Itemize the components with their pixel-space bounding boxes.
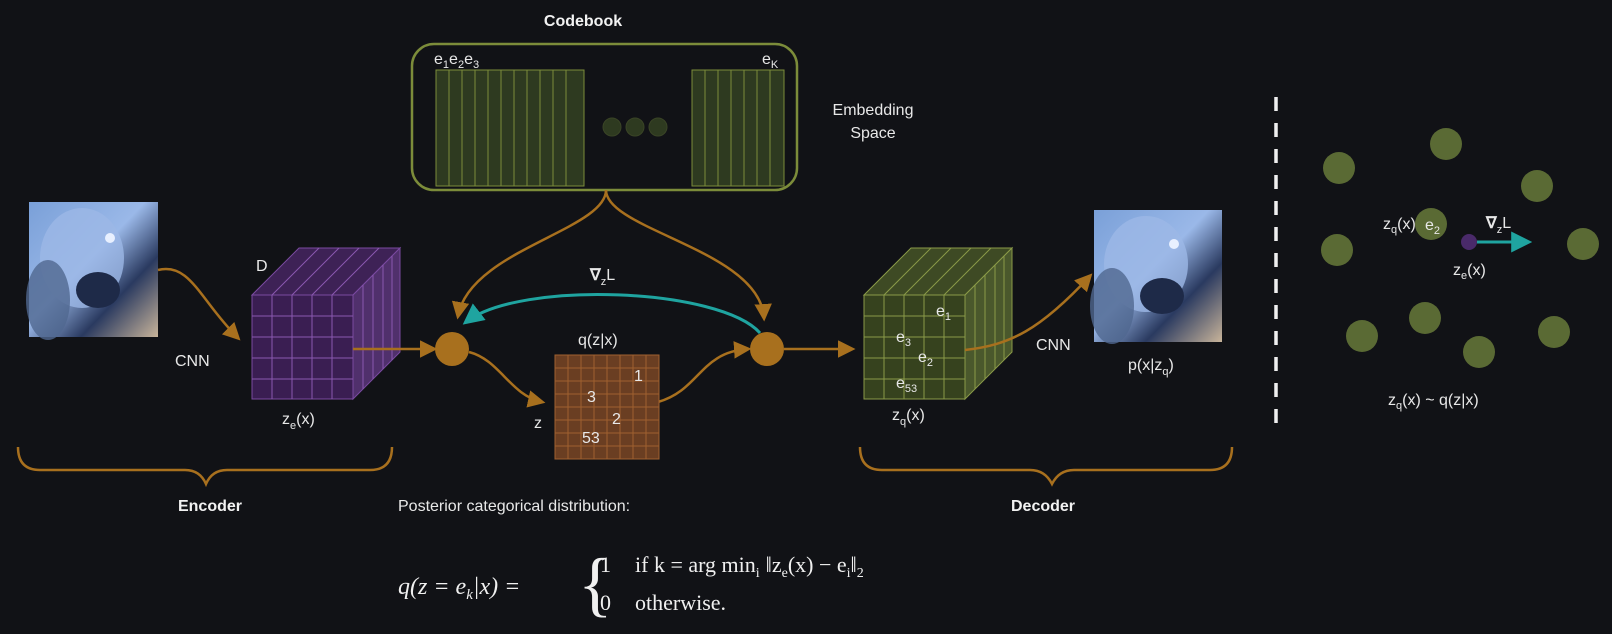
input-image <box>26 202 158 340</box>
encoder-section-label: Encoder <box>178 498 242 515</box>
gradient-label: ∇zL <box>589 267 615 288</box>
embedding-point <box>1430 128 1462 160</box>
ze-point <box>1461 234 1477 250</box>
embedding-point <box>1321 234 1353 266</box>
gradient-arrow <box>462 293 762 334</box>
formula-heading: Posterior categorical distribution: <box>398 498 630 515</box>
grid-cell-1: 1 <box>634 368 643 385</box>
encoder-cnn-label: CNN <box>175 353 210 370</box>
space-grad-label: ∇zL <box>1485 215 1511 236</box>
space-e2-label: e2 <box>1425 217 1440 237</box>
decoder-section-label: Decoder <box>1011 498 1075 515</box>
embedding-point <box>1538 316 1570 348</box>
codebook-e123: e1e2e3 <box>434 51 479 71</box>
grid-cell-3: 3 <box>587 389 596 406</box>
zq-e53: e53 <box>896 375 917 395</box>
posterior-grid <box>554 354 660 460</box>
encoder-brace <box>16 446 394 488</box>
embedding-point <box>1521 170 1553 202</box>
embedding-point <box>1323 152 1355 184</box>
codebook-right-block <box>691 69 785 187</box>
embedding-point <box>1567 228 1599 260</box>
d-label: D <box>256 258 268 275</box>
encoder-ze-cube <box>250 246 402 401</box>
embedding-point <box>1346 320 1378 352</box>
decoder-cnn-arrow <box>964 273 1093 352</box>
arrow-grid-to-node <box>657 341 752 404</box>
decoder-cnn-label: CNN <box>1036 337 1071 354</box>
zq-e2: e2 <box>918 349 933 369</box>
codebook-arrow-right <box>604 189 772 322</box>
embedding-point <box>1409 302 1441 334</box>
formula-brace: { <box>578 544 613 624</box>
node-quantize-in <box>435 332 469 366</box>
grid-cell-53: 53 <box>582 430 600 447</box>
embedding-space-label-1: Embedding <box>833 102 914 119</box>
space-ze-label: ze(x) <box>1453 262 1486 282</box>
ellipsis-dots <box>602 117 668 137</box>
grid-cell-2: 2 <box>612 411 621 428</box>
embedding-point <box>1463 336 1495 368</box>
embedding-points <box>1321 128 1599 368</box>
decoder-zq-cube <box>862 246 1014 401</box>
space-distribution-label: zq(x) ~ q(z|x) <box>1388 392 1479 412</box>
zq-e1: e1 <box>936 303 951 323</box>
arrow-node-to-grid <box>468 350 546 408</box>
z-label: z <box>534 415 542 432</box>
decoder-brace <box>858 446 1234 487</box>
node-quantize-out <box>750 332 784 366</box>
embedding-space-label-2: Space <box>850 125 895 142</box>
codebook-ek: eK <box>762 51 779 71</box>
q-label: q(z|x) <box>578 332 618 349</box>
zq-label: zq(x) <box>892 407 925 428</box>
space-zq-label: zq(x) <box>1383 216 1416 236</box>
zq-e3: e3 <box>896 329 911 349</box>
cnn-arrow-to-ze <box>157 267 241 341</box>
ze-label: ze(x) <box>282 411 315 432</box>
output-image <box>1090 210 1222 344</box>
embedding-point-e2 <box>1415 208 1447 240</box>
px-label: p(x|zq) <box>1128 357 1174 378</box>
formula-lhs: q(z = ek|x) = <box>398 574 520 603</box>
codebook-title: Codebook <box>544 13 622 30</box>
codebook-box <box>410 42 799 192</box>
codebook-left-block <box>435 69 585 187</box>
codebook-arrow-left <box>451 189 608 320</box>
